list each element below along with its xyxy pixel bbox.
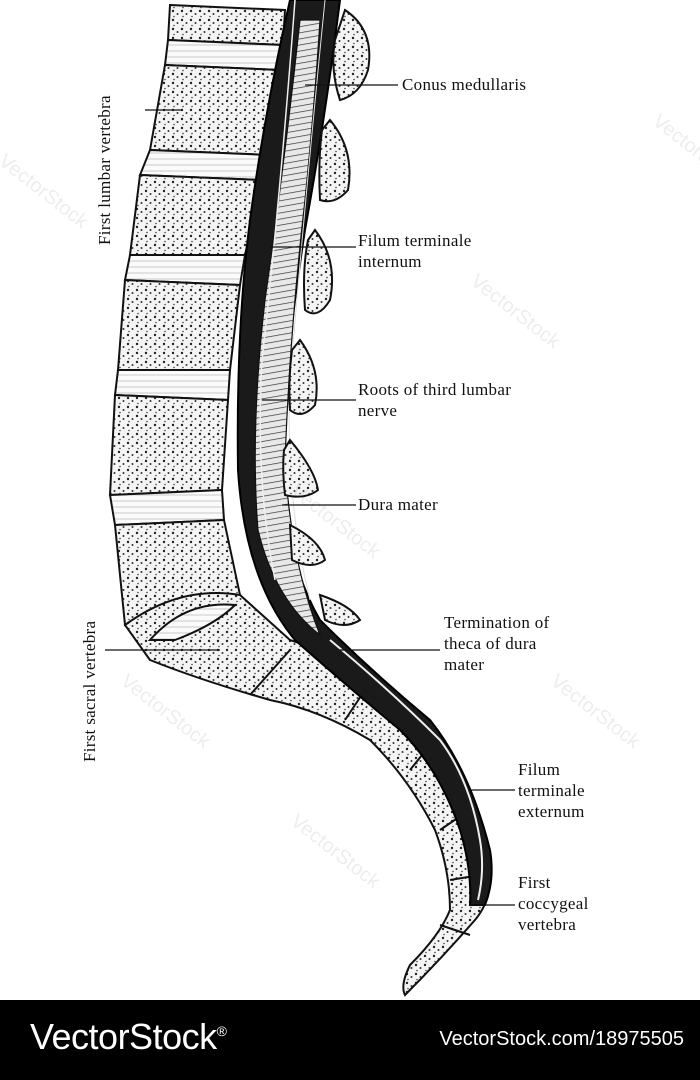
sacral-disc-1 bbox=[147, 603, 238, 641]
vertebral-bodies bbox=[108, 3, 287, 627]
label-filum-externum-line3: externum bbox=[518, 802, 585, 821]
vertebra-l3 bbox=[116, 278, 242, 371]
label-conus-medullaris: Conus medullaris bbox=[402, 75, 527, 94]
brand-name: VectorStock bbox=[30, 1016, 217, 1057]
label-termination-line2: theca of dura bbox=[444, 634, 537, 653]
label-filum-terminale-internum-line2: internum bbox=[358, 252, 422, 271]
label-filum-externum-line1: Filum bbox=[518, 760, 561, 779]
vertebra-l4 bbox=[108, 393, 230, 497]
brand-logo: VectorStock® bbox=[30, 1016, 227, 1058]
sacrum-coccyx bbox=[123, 592, 492, 997]
vertebra-l2 bbox=[128, 173, 264, 256]
label-filum-terminale-internum-line1: Filum terminale bbox=[358, 231, 472, 250]
label-coccygeal-line3: vertebra bbox=[518, 915, 577, 934]
footer-bar: VectorStock® VectorStock.com/18975505 bbox=[0, 1000, 700, 1080]
sacrum bbox=[123, 592, 492, 997]
vertebra-l0 bbox=[166, 3, 287, 47]
spinous-processes bbox=[282, 8, 371, 626]
registered-mark: ® bbox=[216, 1023, 227, 1039]
spine-illustration bbox=[105, 0, 515, 997]
label-coccygeal-line2: coccygeal bbox=[518, 894, 589, 913]
label-termination-line3: mater bbox=[444, 655, 485, 674]
label-roots-third-lumbar-line2: nerve bbox=[358, 401, 398, 420]
image-url: VectorStock.com/18975505 bbox=[439, 1028, 684, 1050]
label-coccygeal-line1: First bbox=[518, 873, 551, 892]
spinal-canal bbox=[236, 0, 493, 906]
label-termination-line1: Termination of bbox=[444, 613, 550, 632]
cauda-fibers bbox=[254, 19, 322, 637]
filum-terminale bbox=[329, 639, 484, 901]
leader-lines bbox=[105, 84, 515, 906]
disc-5 bbox=[108, 488, 226, 527]
label-first-lumbar-vertebra: First lumbar vertebra bbox=[95, 95, 114, 245]
label-first-sacral-vertebra: First sacral vertebra bbox=[80, 620, 99, 762]
label-roots-third-lumbar-line1: Roots of third lumbar bbox=[358, 380, 512, 399]
label-filum-externum-line2: terminale bbox=[518, 781, 585, 800]
label-dura-mater: Dura mater bbox=[358, 495, 438, 514]
